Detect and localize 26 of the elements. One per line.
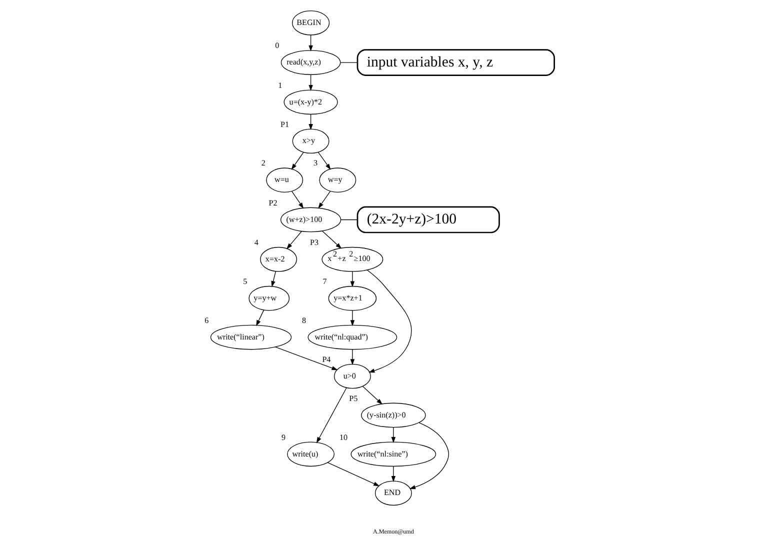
arrow (326, 462, 380, 486)
arrow (350, 310, 354, 326)
arrow (390, 427, 396, 444)
arrow (308, 34, 312, 52)
arrow (308, 74, 312, 92)
arrow (256, 310, 264, 326)
connector (340, 219, 358, 220)
arrow (366, 270, 412, 373)
arrow (290, 190, 304, 209)
arrow (316, 388, 346, 444)
arrow (308, 114, 312, 130)
arrow (322, 230, 342, 249)
arrow (390, 466, 396, 482)
arrow (318, 190, 330, 209)
connector (340, 62, 358, 63)
node-box: input variables x, y, z (356, 49, 554, 76)
arrow (286, 230, 302, 250)
arrow (350, 349, 354, 366)
node-box: (2x-2y+z)>100 (356, 206, 500, 234)
arrow (362, 386, 382, 405)
arrow (290, 152, 304, 170)
arrow (408, 422, 449, 490)
arrow (350, 271, 354, 288)
arrow (274, 346, 338, 370)
arrow (317, 152, 330, 170)
arrow (270, 270, 276, 288)
